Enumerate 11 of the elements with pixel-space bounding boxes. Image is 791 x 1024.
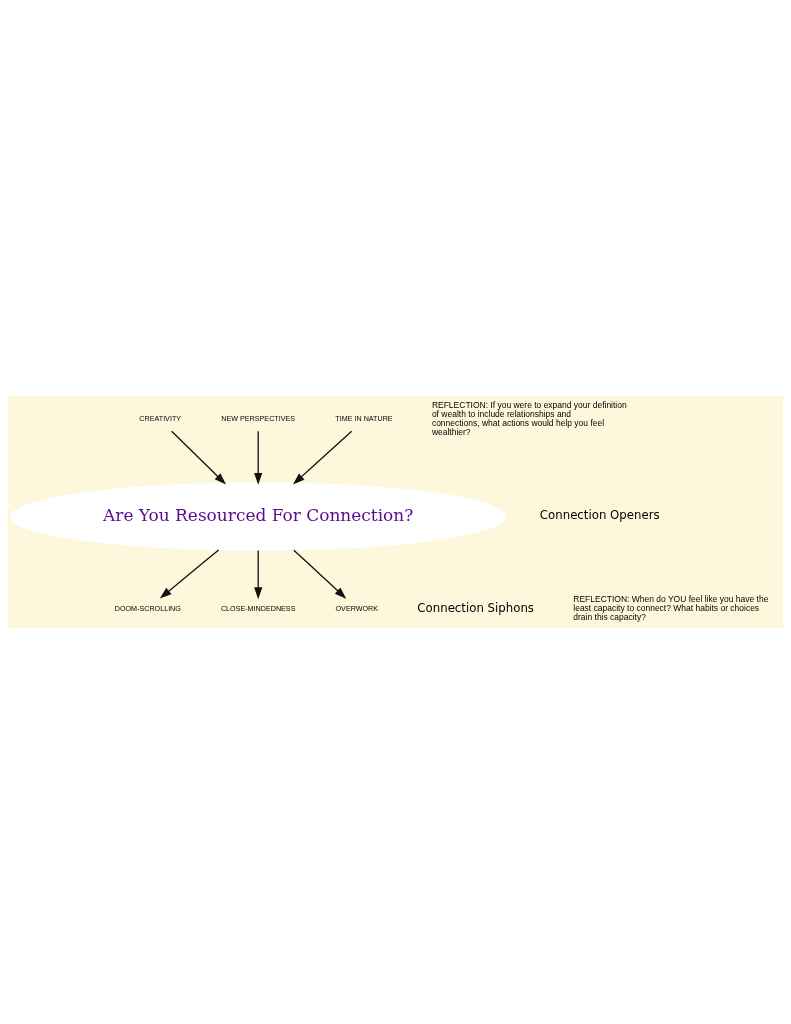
label: REFLECTION: When do YOU feel like you have the least capacity to connect? What habits or choices drain this capacity? bbox=[573, 594, 769, 623]
label: Connection Siphons bbox=[417, 600, 534, 615]
arrow bbox=[254, 430, 263, 485]
label: Connection Openers bbox=[539, 508, 660, 523]
arrow bbox=[171, 430, 227, 485]
arrow bbox=[254, 549, 263, 600]
label: REFLECTION: If you were to expand your definition of wealth to include relationships and connections, what actions would help you feel wealthier? bbox=[431, 400, 627, 438]
arrow bbox=[292, 430, 353, 485]
node-ellipse: Are You Resourced For Connection? bbox=[10, 482, 507, 551]
arrow bbox=[293, 549, 347, 599]
arrow bbox=[159, 549, 220, 599]
